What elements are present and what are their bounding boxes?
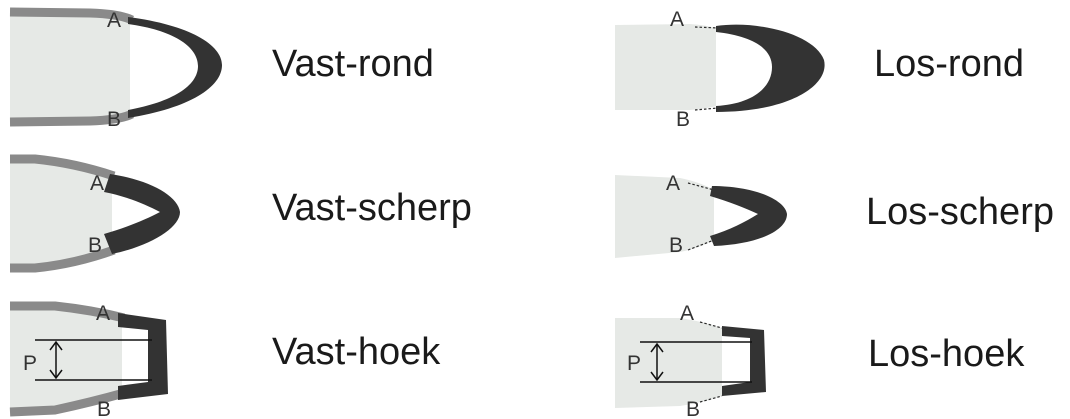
point-b-label: B xyxy=(88,234,102,257)
chain-link-top xyxy=(699,321,723,329)
body-shape xyxy=(615,24,716,110)
dimension-arrowheads xyxy=(650,342,664,382)
point-b-label: B xyxy=(686,398,700,419)
vast-scherp-title: Vast-scherp xyxy=(272,187,472,229)
body-shape xyxy=(615,175,714,258)
point-b-label: B xyxy=(97,398,111,419)
pointed-nose-cap xyxy=(104,174,180,254)
point-a-label: A xyxy=(666,172,680,195)
round-nose-cap xyxy=(716,24,825,112)
angular-nose-cap xyxy=(722,326,766,396)
point-a-label: A xyxy=(107,9,121,32)
body-shape xyxy=(615,318,722,408)
dimension-arrowheads xyxy=(49,340,63,380)
body-shape xyxy=(10,13,130,121)
point-b-label: B xyxy=(107,108,121,131)
vast-hoek-figure: P A B xyxy=(9,301,168,419)
los-hoek-title: Los-hoek xyxy=(868,333,1025,375)
point-a-label: A xyxy=(96,302,110,325)
dimension-p-label: P xyxy=(23,352,37,375)
body-shape xyxy=(10,307,122,412)
pointed-nose-cap xyxy=(710,186,787,246)
point-a-label: A xyxy=(90,172,104,195)
vast-scherp-figure: A B xyxy=(10,154,180,273)
los-rond-figure: A B xyxy=(615,8,825,131)
vast-hoek-title: Vast-hoek xyxy=(272,331,441,373)
chain-link-bottom xyxy=(687,239,715,251)
fixed-rim-bottom xyxy=(10,245,116,273)
fixed-rim-bottom xyxy=(9,388,126,417)
point-b-label: B xyxy=(669,234,683,257)
chain-link-bottom xyxy=(699,395,723,403)
chain-link-bottom xyxy=(694,107,719,111)
los-rond-title: Los-rond xyxy=(874,43,1024,85)
fixed-rim-top xyxy=(10,154,116,181)
fixed-rim-top xyxy=(10,301,126,323)
dimension-p-label: P xyxy=(627,352,641,375)
los-scherp-title: Los-scherp xyxy=(866,191,1054,233)
chain-link-top xyxy=(694,26,719,29)
round-nose-cap xyxy=(128,17,222,118)
point-a-label: A xyxy=(680,302,694,325)
point-a-label: A xyxy=(670,8,684,31)
angular-nose-cap xyxy=(118,313,168,400)
vast-rond-figure: A B xyxy=(9,7,222,131)
point-b-label: B xyxy=(676,108,690,131)
body-shape xyxy=(10,160,112,268)
los-scherp-figure: A B xyxy=(615,172,787,258)
vast-rond-title: Vast-rond xyxy=(272,43,434,85)
los-hoek-figure: P A B xyxy=(615,302,766,419)
